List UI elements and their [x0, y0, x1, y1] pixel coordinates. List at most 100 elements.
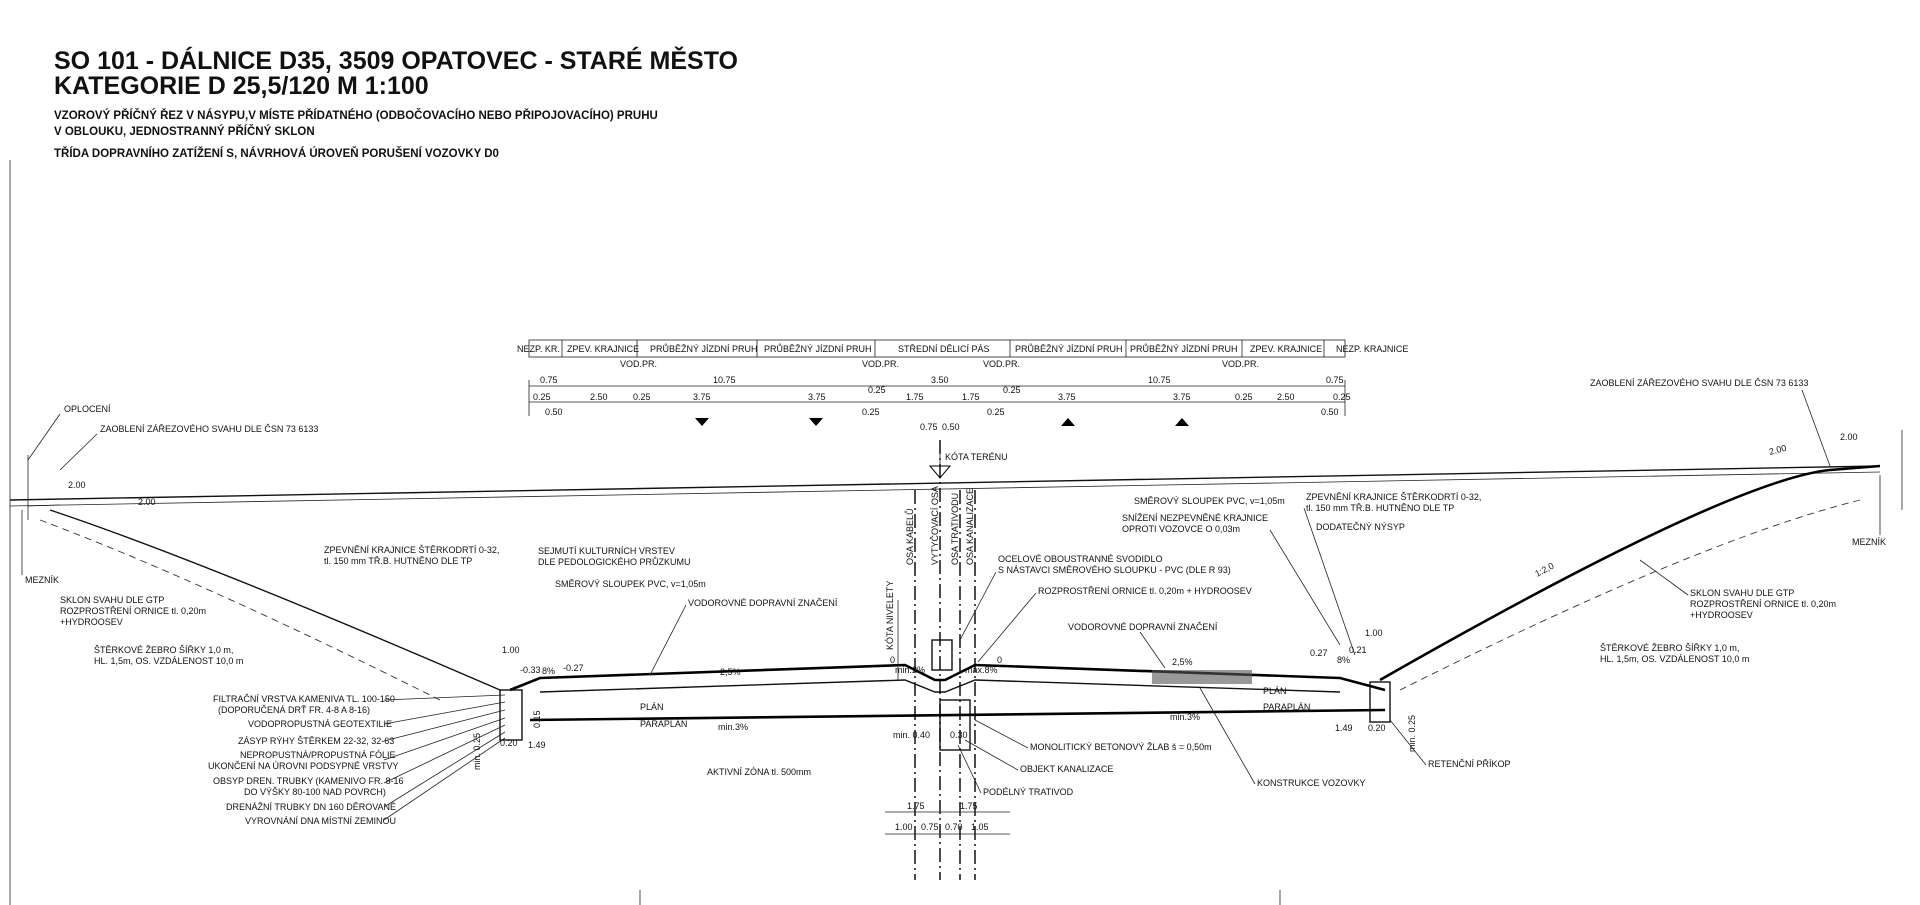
smerovy-left-label: SMĚROVÝ SLOUPEK PVC, v=1,05m	[555, 579, 706, 589]
slope-1-2: 1:2,0	[1533, 561, 1555, 579]
sklon-left-line: +HYDROOSEV	[60, 617, 123, 627]
legend-item: FILTRAČNÍ VRSTVA KAMENIVA TL. 100-150	[213, 694, 395, 704]
dodatecny-label: DODATEČNÝ NÝSYP	[1316, 522, 1405, 532]
dim-bottom-row1: 1.75	[960, 801, 978, 811]
dim-min025-right: min. 0.25	[1407, 715, 1417, 752]
header-cell: PRŮBĚŽNÝ JÍZDNÍ PRUH	[1015, 343, 1123, 354]
svodidlo-line: OCELOVÉ OBOUSTRANNÉ SVODIDLO	[998, 554, 1163, 564]
leader	[1269, 529, 1341, 646]
dim-detail: 0.25	[633, 392, 651, 402]
plan-right: PLÁN	[1263, 686, 1287, 696]
oploceni-label: OPLOCENÍ	[64, 404, 111, 414]
dim-detail: 2.50	[590, 392, 608, 402]
smerovy-right-label: SMĚROVÝ SLOUPEK PVC, v=1,05m	[1134, 496, 1285, 506]
dim-overall: 3.50	[931, 375, 949, 385]
slope-8-right: 8%	[1337, 655, 1350, 665]
left-legend: FILTRAČNÍ VRSTVA KAMENIVA TL. 100-150 (D…	[208, 694, 506, 826]
dim-200-right: 2.00	[1840, 432, 1858, 442]
dim-zero: 0	[997, 655, 1002, 665]
dim-zero: 0	[890, 655, 895, 665]
dim-100: 1.00	[502, 645, 520, 655]
zebro-left-line: ŠTĚRKOVÉ ŽEBRO ŠÍŘKY 1,0 m,	[94, 645, 233, 655]
zpevneni-right-line: ZPEVNĚNÍ KRAJNICE ŠTĚRKODRTÍ 0-32,	[1306, 492, 1481, 502]
min3-right: min.3%	[1170, 712, 1200, 722]
dim-axis-offset: 0.50	[942, 422, 960, 432]
title-line-2: KATEGORIE D 25,5/120 M 1:100	[54, 72, 429, 100]
min3-left: min.3%	[718, 722, 748, 732]
header-cell: STŘEDNÍ DĚLICÍ PÁS	[898, 344, 990, 354]
zaobleni-left-label: ZAOBLENÍ ZÁŘEZOVÉHO SVAHU DLE ČSN 73 613…	[100, 424, 318, 434]
fence-base	[27, 504, 61, 507]
vodorovne-right-label: VODOROVNÉ DOPRAVNÍ ZNAČENÍ	[1068, 622, 1218, 632]
header-cell: PRŮBĚŽNÝ JÍZDNÍ PRUH	[650, 343, 758, 354]
legend-item: (DOPORUČENÁ DRŤ FR. 4-8 A 8-16)	[218, 705, 370, 715]
vod-pr-label: VOD.PR.	[983, 359, 1020, 369]
left-slope-existing	[39, 519, 441, 701]
dim-detail: 0.25	[533, 392, 551, 402]
legend-item: UKONČENÍ NA ÚROVNI PODSYPNÉ VRSTVY	[208, 761, 399, 771]
leader	[1639, 559, 1689, 596]
leader	[957, 744, 982, 794]
dim-021: 0.21	[1349, 645, 1367, 655]
header-cell: NEZP. KRAJNICE	[1336, 344, 1408, 354]
dim-min025: min. 0.25	[472, 733, 482, 770]
podelny-label: PODÉLNÝ TRATIVOD	[983, 787, 1074, 797]
leader	[1801, 389, 1831, 467]
bottom-dimension-chain: 1.75 1.75 1.00 0.75 0.70 1.05	[885, 801, 1010, 835]
dim-detail: 0.25	[1333, 392, 1351, 402]
lane-arrow-down	[695, 418, 709, 426]
dim-200: 2.00	[138, 497, 156, 507]
terrain-line	[9, 465, 1881, 501]
dim-detail: 3.75	[1173, 392, 1191, 402]
dim-bottom-row2: 1.05	[971, 822, 989, 832]
road-structure	[499, 639, 1391, 751]
konstrukce-label: KONSTRUKCE VOZOVKY	[1257, 778, 1366, 788]
lane-arrow-up	[1175, 418, 1189, 426]
snizeni-line: OPROTI VOZOVCE O 0,03m	[1122, 524, 1240, 534]
header-table: NEZP. KR. ZPEV. KRAJNICE PRŮBĚŽNÝ JÍZDNÍ…	[517, 339, 1408, 369]
dim-min040: min. 0.40	[893, 730, 930, 740]
dim-sub: 0.25	[987, 407, 1005, 417]
dim-149: 1.49	[528, 740, 546, 750]
header-cell: PRŮBĚŽNÝ JÍZDNÍ PRUH	[1130, 343, 1238, 354]
kota-terenu-label: KÓTA TERÉNU	[945, 452, 1008, 462]
axes: OSA KABELŮ VYTYČOVACÍ OSA OSA TRATIVODU …	[885, 440, 976, 880]
leader	[959, 571, 997, 641]
retencni-label: RETENČNÍ PŘÍKOP	[1428, 759, 1511, 769]
header-cell: ZPEV. KRAJNICE	[567, 344, 639, 354]
dim-sub: 0.50	[1321, 407, 1339, 417]
slope-25-left: 2,5%	[720, 667, 741, 677]
sklon-right-line: SKLON SVAHU DLE GTP	[1690, 588, 1794, 598]
header-cell: NEZP. KR.	[517, 344, 560, 354]
sklon-left-line: ROZPROSTŘENÍ ORNICE tl. 0,20m	[60, 606, 206, 616]
guardrail	[931, 639, 953, 671]
dim-n027: -0.27	[563, 663, 584, 673]
axis-label-vytycovaci: VYTYČOVACÍ OSA	[930, 486, 940, 565]
leader	[59, 433, 98, 471]
objekt-kanalizace-label: OBJEKT KANALIZACE	[1020, 764, 1113, 774]
leader	[1389, 719, 1427, 766]
header-table-frame	[528, 339, 1346, 358]
zaobleni-right-label: ZAOBLENÍ ZÁŘEZOVÉHO SVAHU DLE ČSN 73 613…	[1590, 378, 1808, 388]
dim-bottom-row2: 1.00	[895, 822, 913, 832]
paraplan-right: PARAPLÁN	[1263, 702, 1310, 712]
aktivni-label: AKTIVNÍ ZÓNA tl. 500mm	[707, 767, 811, 777]
dim-027: 0.27	[1310, 648, 1328, 658]
dim-n033: -0.33	[520, 665, 541, 675]
leader	[383, 709, 506, 742]
right-slope	[1379, 464, 1881, 682]
subtitle-line-2: V OBLOUKU, JEDNOSTRANNÝ PŘÍČNÝ SKLON	[54, 125, 315, 138]
paraplan-left: PARAPLÁN	[640, 719, 687, 729]
terrain-line-offset	[9, 471, 1881, 507]
dim-020-right: 0.20	[1368, 723, 1386, 733]
leader	[383, 731, 506, 808]
min2-label: min.2%	[895, 665, 925, 675]
dim-sub: 0.50	[545, 407, 563, 417]
sejmuti-line: DLE PEDOLOGICKÉHO PRŮZKUMU	[538, 556, 691, 567]
leader	[1199, 687, 1256, 785]
dim-detail: 2.50	[1277, 392, 1295, 402]
terrain: KÓTA TERÉNU	[9, 430, 1903, 520]
title-line-1: SO 101 - DÁLNICE D35, 3509 OPATOVEC - ST…	[54, 45, 738, 75]
meznik-left-label: MEZNÍK	[25, 575, 59, 585]
